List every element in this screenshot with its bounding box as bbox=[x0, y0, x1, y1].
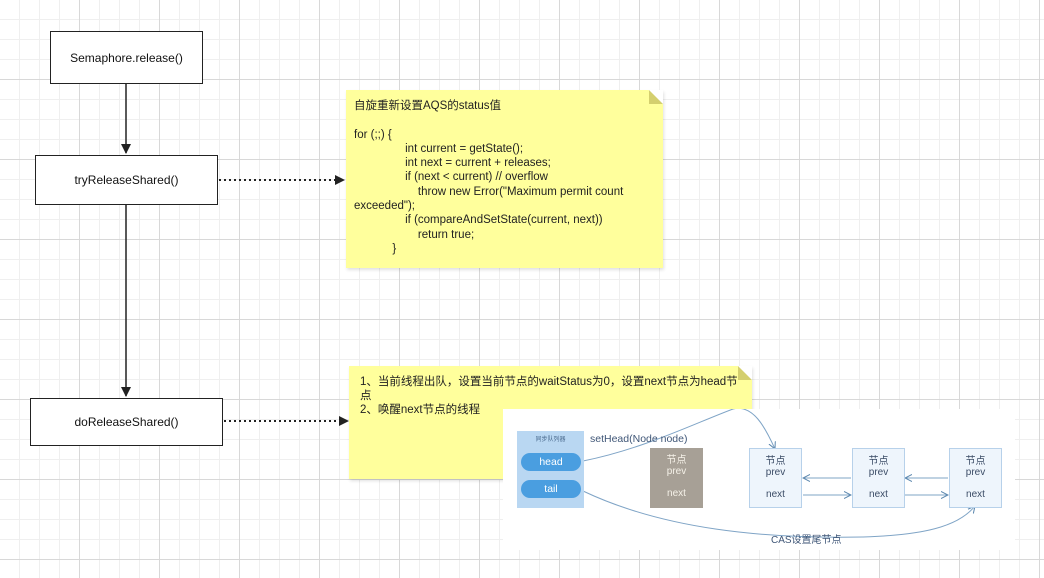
node-prev: prev bbox=[666, 466, 687, 477]
set-head-label: setHead(Node node) bbox=[590, 433, 688, 445]
node-next: next bbox=[966, 489, 985, 500]
note-fold-corner bbox=[738, 366, 752, 380]
node-prev: prev bbox=[965, 467, 986, 478]
queue-node-head: 节点 prev next bbox=[749, 448, 802, 508]
sync-queue-diagram: 同步队列器 head tail setHead(Node node) CAS设置… bbox=[503, 409, 1015, 550]
do-release-shared-box: doReleaseShared() bbox=[30, 398, 223, 446]
sync-queue-panel-title: 同步队列器 bbox=[535, 437, 566, 443]
sync-queue-panel: 同步队列器 head tail bbox=[517, 431, 584, 508]
head-to-node-curve bbox=[582, 409, 775, 462]
do-release-shared-label: doReleaseShared() bbox=[74, 415, 179, 429]
node-title: 节点 bbox=[965, 456, 986, 467]
try-release-shared-label: tryReleaseShared() bbox=[74, 173, 179, 187]
queue-node-tail: 节点 prev next bbox=[949, 448, 1002, 508]
node-title: 节点 bbox=[868, 456, 889, 467]
tail-pointer: tail bbox=[521, 480, 581, 498]
semaphore-release-label: Semaphore.release() bbox=[70, 50, 183, 65]
node-next: next bbox=[869, 489, 888, 500]
note-do-release-line1: 1、当前线程出队，设置当前节点的waitStatus为0，设置next节点为he… bbox=[360, 376, 738, 403]
cas-set-tail-label: CAS设置尾节点 bbox=[771, 535, 842, 546]
node-next: next bbox=[766, 489, 785, 500]
note-fold-corner bbox=[649, 90, 663, 104]
queue-node-middle: 节点 prev next bbox=[852, 448, 905, 508]
tail-to-last-node-curve bbox=[582, 490, 975, 538]
note-try-release-text: 自旋重新设置AQS的status值 for (;;) { int current… bbox=[354, 100, 624, 255]
try-release-shared-box: tryReleaseShared() bbox=[35, 155, 218, 205]
node-title: 节点 bbox=[666, 455, 687, 466]
queue-connectors bbox=[582, 409, 1015, 538]
note-try-release-shared: 自旋重新设置AQS的status值 for (;;) { int current… bbox=[346, 90, 663, 268]
head-pointer: head bbox=[521, 453, 581, 471]
semaphore-release-box: Semaphore.release() bbox=[50, 31, 203, 84]
node-prev: prev bbox=[868, 467, 889, 478]
node-title: 节点 bbox=[765, 456, 786, 467]
node-prev: prev bbox=[765, 467, 786, 478]
node-next: next bbox=[667, 488, 686, 499]
note-do-release-line2: 2、唤醒next节点的线程 bbox=[360, 404, 481, 416]
queue-node-released: 节点 prev next bbox=[650, 448, 703, 508]
